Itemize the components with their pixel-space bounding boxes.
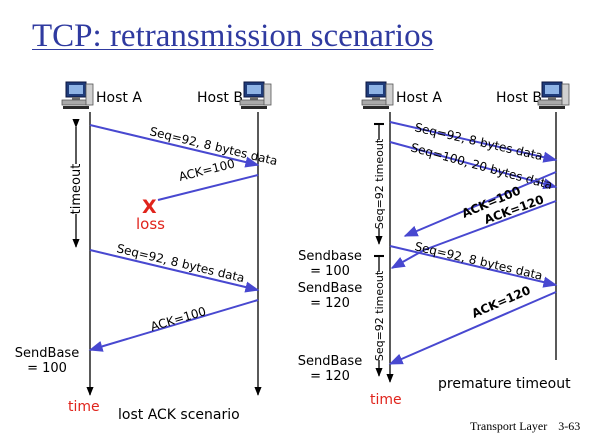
slide-footer: Transport Layer 3-63 [470, 419, 580, 434]
timeout-2-label: Seq=92 timeout [373, 270, 386, 361]
sendbase-2-label: SendBase [298, 281, 362, 296]
host-a-computer-icon [361, 81, 394, 110]
timeout-1-label: Seq=92 timeout [373, 138, 386, 229]
host-b-computer-icon [239, 81, 272, 110]
left-scenario: Host A Host B timeout Seq=92, 8 bytes da… [15, 81, 279, 423]
scenario-caption: lost ACK scenario [118, 407, 240, 423]
loss-label: loss [136, 215, 165, 233]
segment-1-arrow [389, 121, 558, 163]
segment-2-label: Seq=92, 8 bytes data [115, 241, 246, 285]
sendbase-value: = 100 [27, 361, 67, 376]
ack-3-arrow [388, 291, 557, 365]
right-scenario: Host A Host B Seq=92 timeout Seq=92 time… [298, 81, 571, 408]
slide-title: TCP: retransmission scenarios [32, 18, 434, 54]
footer-label: Transport Layer [470, 419, 548, 433]
segment-1-arrow [89, 124, 260, 168]
left-host-a-label: Host A [96, 90, 142, 106]
sendbase-1-label: Sendbase [298, 249, 362, 264]
sendbase-label: SendBase [15, 346, 79, 361]
segment-2-arrow [89, 249, 260, 293]
sendbase-3-value: = 120 [310, 369, 350, 384]
scenario-caption: premature timeout [438, 376, 571, 392]
host-a-computer-icon [61, 81, 94, 110]
left-host-b-label: Host B [197, 90, 243, 106]
sendbase-1-value: = 100 [310, 264, 350, 279]
sendbase-3-label: SendBase [298, 354, 362, 369]
segment-3-label: Seq=92, 8 bytes data [413, 239, 544, 283]
page-number: 3-63 [558, 419, 581, 433]
time-label: time [68, 399, 100, 415]
time-label: time [370, 392, 402, 408]
timeout-label: timeout [69, 164, 84, 215]
loss-x-mark: X [142, 196, 157, 218]
ack-2-arrow [88, 299, 259, 352]
ack-2-label: ACK=100 [149, 304, 208, 334]
ack-1-label: ACK=100 [177, 156, 236, 183]
segment-2-arrow [389, 141, 558, 190]
sendbase-2-value: = 120 [310, 296, 350, 311]
ack-2-arrow [423, 200, 557, 251]
ack-1-arrow [403, 171, 557, 237]
segment-3-arrow [389, 245, 558, 288]
host-b-computer-icon [537, 81, 570, 110]
right-host-a-label: Host A [396, 90, 442, 106]
right-host-b-label: Host B [496, 90, 542, 106]
ack-1-arrow-lost [157, 174, 259, 201]
